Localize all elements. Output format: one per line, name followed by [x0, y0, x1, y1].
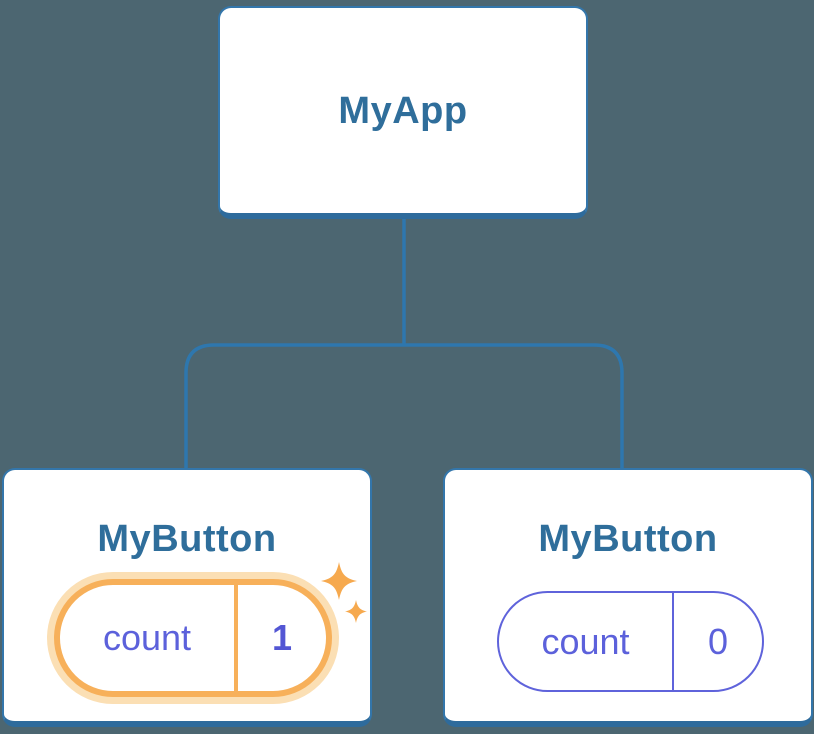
sparkle-small — [345, 600, 367, 623]
state-key-label: count — [541, 620, 630, 662]
component-label: MyButton — [97, 518, 277, 560]
sparkle-large — [321, 562, 357, 600]
component-node-root: MyApp — [218, 6, 588, 219]
state-pill-plain: count 0 — [497, 591, 764, 692]
state-value: 1 — [271, 617, 293, 658]
component-label: MyApp — [338, 89, 468, 132]
connector-branch — [184, 343, 624, 470]
component-node-button-2: MyButton count 0 — [443, 468, 813, 727]
component-label: MyButton — [538, 518, 718, 560]
pill-divider — [672, 593, 674, 690]
state-key-label: count — [102, 617, 192, 658]
state-value: 0 — [707, 620, 729, 662]
sparkle-icon — [321, 562, 367, 623]
state-pill-highlighted: count 1 — [54, 579, 332, 697]
pill-divider — [234, 585, 238, 691]
component-node-button-1: MyButton count 1 — [2, 468, 372, 727]
